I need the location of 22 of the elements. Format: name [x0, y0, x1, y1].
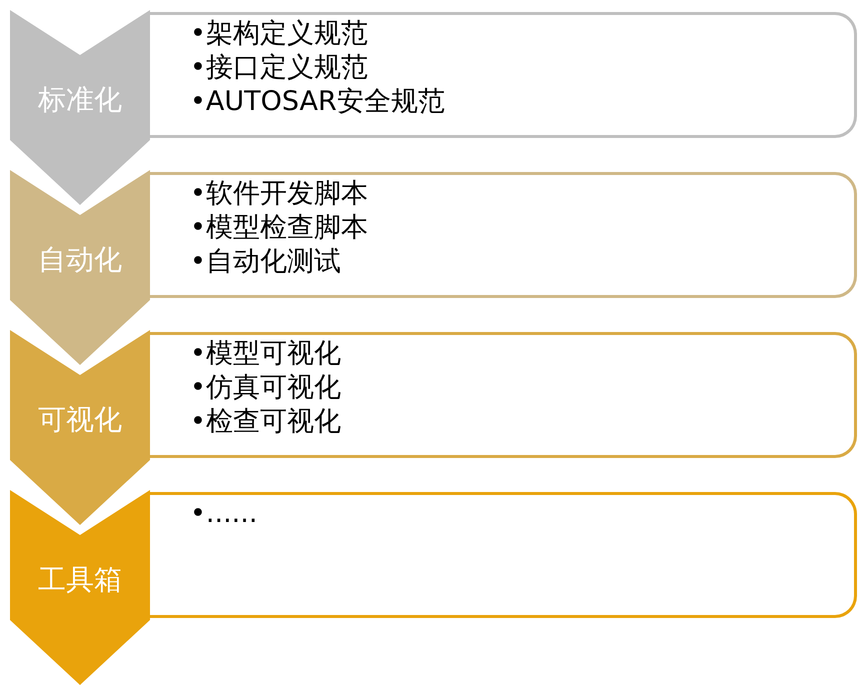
content-card	[150, 332, 857, 458]
content-card	[150, 12, 857, 138]
chevron-shape	[10, 10, 150, 205]
bullet-item: •软件开发脚本	[190, 177, 368, 211]
chevron-shape	[10, 170, 150, 365]
bullet-item: •模型检查脚本	[190, 211, 368, 245]
stage-label: 自动化	[37, 242, 123, 278]
stage-label: 工具箱	[37, 562, 123, 598]
bullet-item: •自动化测试	[190, 245, 341, 279]
stage-label: 可视化	[37, 402, 123, 438]
bullet-item: •模型可视化	[190, 337, 341, 371]
content-card	[150, 172, 857, 298]
bullet-item: •架构定义规范	[190, 17, 368, 51]
chevron-shape	[10, 330, 150, 525]
bullet-item: •仿真可视化	[190, 371, 341, 405]
bullet-item: •......	[190, 497, 258, 531]
bullet-item: •接口定义规范	[190, 51, 368, 85]
content-card	[150, 492, 857, 618]
bullet-item: •检查可视化	[190, 405, 341, 439]
chevron-shape	[10, 490, 150, 685]
bullet-item: •AUTOSAR安全规范	[190, 85, 445, 119]
stage-label: 标准化	[37, 82, 123, 118]
